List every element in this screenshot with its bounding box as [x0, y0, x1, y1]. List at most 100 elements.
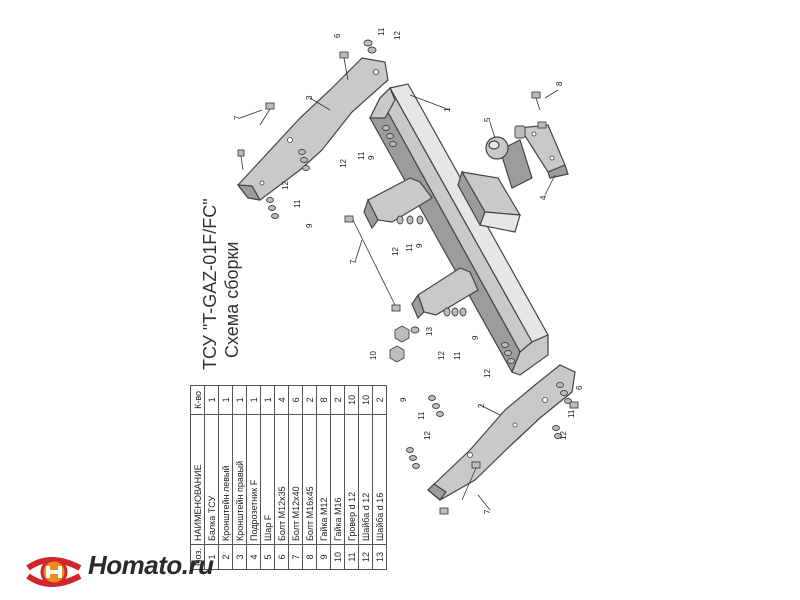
title-line-1: ТСУ "T-GAZ-01F/FC" [200, 198, 220, 370]
cell-qty: 1 [218, 385, 233, 415]
header-qty: К-во [190, 385, 205, 415]
cell-name: Болт М12х35 [274, 414, 289, 545]
callout-12e: 12 [437, 351, 446, 360]
callouts: 1 2 3 4 5 6 6 7 7 7 8 9 9 9 9 9 10 11 11… [233, 27, 584, 514]
callout-13: 13 [425, 327, 434, 336]
callout-12g: 12 [423, 431, 432, 440]
callout-11e: 11 [453, 351, 462, 360]
cell-qty: 1 [246, 385, 261, 415]
bracket-left [427, 364, 576, 501]
callout-6a: 6 [333, 33, 342, 38]
cell-name: Шар F [260, 414, 275, 545]
callout-5: 5 [483, 117, 492, 122]
fasteners [237, 39, 579, 515]
cell-name: Подрозетник F [246, 414, 261, 545]
cell-pos: 8 [302, 544, 317, 570]
beam-plates [363, 177, 479, 320]
callout-11b: 11 [357, 151, 366, 160]
callout-9b: 9 [305, 223, 314, 228]
callout-1: 1 [443, 107, 452, 112]
callout-12f: 12 [483, 369, 492, 378]
cell-pos: 2 [218, 544, 233, 570]
cell-qty: 6 [288, 385, 303, 415]
callout-11g: 11 [567, 409, 576, 418]
cell-pos: 11 [344, 544, 359, 570]
cell-qty: 4 [274, 385, 289, 415]
cell-name: Балка ТСУ [204, 414, 219, 545]
callout-11f: 11 [417, 411, 426, 420]
logo-text: Homato.ru [88, 550, 214, 580]
cell-qty: 2 [330, 385, 345, 415]
callout-9d: 9 [471, 335, 480, 340]
callout-11d: 11 [405, 243, 414, 252]
callout-9e: 9 [399, 397, 408, 402]
cell-qty: 10 [344, 385, 359, 415]
cell-pos: 9 [316, 544, 331, 570]
header-name: НАИМЕНОВАНИЕ [190, 414, 205, 545]
cell-pos: 7 [288, 544, 303, 570]
cell-name: Кронштейн левый [218, 414, 233, 545]
bracket-right [236, 57, 389, 201]
cell-name: Гайка М16 [330, 414, 345, 545]
callout-12d: 12 [391, 247, 400, 256]
cell-qty: 1 [260, 385, 275, 415]
title-line-2: Схема сборки [222, 241, 242, 358]
callout-10: 10 [369, 351, 378, 360]
callout-8: 8 [555, 81, 564, 86]
callout-3: 3 [305, 95, 314, 100]
cell-name: Болт М12х40 [288, 414, 303, 545]
tow-beam [369, 83, 549, 376]
callout-4: 4 [539, 195, 548, 200]
callout-12a: 12 [393, 31, 402, 40]
logo-emblem [26, 557, 82, 587]
cell-pos: 13 [372, 544, 387, 570]
cell-pos: 5 [260, 544, 275, 570]
cell-qty: 1 [232, 385, 247, 415]
cell-pos: 3 [232, 544, 247, 570]
leader-lines [239, 89, 559, 511]
callout-9a: 9 [367, 155, 376, 160]
tow-ball [485, 125, 533, 189]
callout-11a: 11 [377, 27, 386, 36]
callout-12c: 12 [281, 181, 290, 190]
cell-qty: 10 [358, 385, 373, 415]
callout-9c: 9 [415, 243, 424, 248]
cell-qty: 1 [204, 385, 219, 415]
cell-name: Гайка М12 [316, 414, 331, 545]
cell-qty: 2 [372, 385, 387, 415]
cell-name: Шайба d 16 [372, 414, 387, 545]
cell-name: Болт М16х45 [302, 414, 317, 545]
callout-2: 2 [477, 403, 486, 408]
cell-pos: 12 [358, 544, 373, 570]
cell-name: Кронштейн правый [232, 414, 247, 545]
cell-pos: 4 [246, 544, 261, 570]
cell-name: Шайба d 12 [358, 414, 373, 545]
callout-7c: 7 [483, 509, 492, 514]
callout-12h: 12 [559, 431, 568, 440]
cell-pos: 10 [330, 544, 345, 570]
cell-qty: 8 [316, 385, 331, 415]
callout-11c: 11 [293, 199, 302, 208]
callout-7a: 7 [233, 115, 242, 120]
cell-qty: 2 [302, 385, 317, 415]
table-header-row: Поз. НАИМЕНОВАНИЕ К-во [190, 385, 205, 570]
callout-6b: 6 [575, 385, 584, 390]
callout-12b: 12 [339, 159, 348, 168]
cell-name: Гровер d 12 [344, 414, 359, 545]
